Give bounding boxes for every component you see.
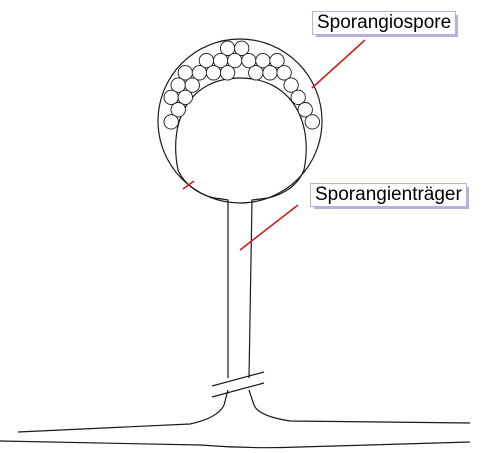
pointer-line-sporangiospore	[312, 40, 365, 88]
spore	[206, 66, 220, 80]
spore	[164, 115, 178, 129]
stalk-base	[18, 390, 470, 432]
hypha-lower-edge	[0, 441, 470, 448]
spore	[305, 115, 319, 129]
label-sporangiospore: Sporangiospore	[313, 12, 455, 34]
spore	[220, 66, 234, 80]
spore-cluster	[164, 41, 319, 129]
pointer-line-sporangiophore	[240, 205, 298, 250]
sporangiophore-stalk	[222, 199, 260, 378]
spore	[263, 66, 277, 80]
break-mark-upper	[212, 372, 264, 386]
columella-left	[178, 170, 222, 199]
label-sporangiophore: Sporangienträger	[311, 184, 466, 206]
spore	[249, 66, 263, 80]
columella	[176, 78, 307, 199]
break-mark-lower	[212, 383, 264, 397]
